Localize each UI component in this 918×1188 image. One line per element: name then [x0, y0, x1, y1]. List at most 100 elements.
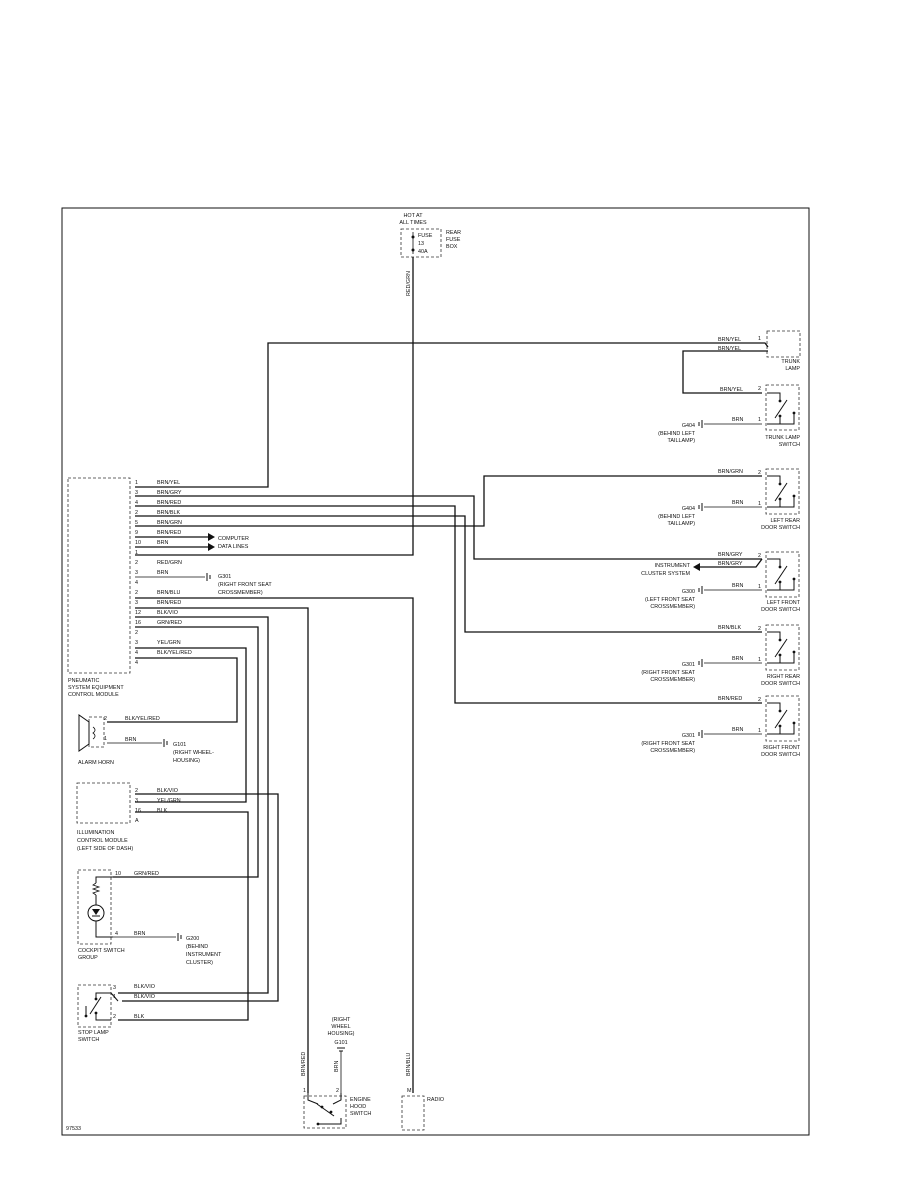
wire-brn-yel-trunk-lamp — [135, 342, 758, 488]
fuse-box-label-2: FUSE — [446, 237, 461, 243]
trunk-lamp: 1 TRUNK LAMP — [758, 330, 801, 372]
trunk-lamp-switch[interactable]: 2 1 — [758, 384, 800, 431]
module-wire: BRN/GRN — [157, 520, 182, 526]
lf-wire-cluster: BRN/GRY — [718, 561, 743, 567]
lf-wire-in: BRN/GRY — [718, 552, 743, 558]
hood-ground-loc-1: (RIGHT — [332, 1017, 351, 1023]
g404-trunk-id: G404 — [682, 423, 695, 429]
right-rear-door-switch[interactable]: 2 1 — [758, 624, 800, 671]
module-wire: GRN/RED — [157, 620, 182, 626]
fuse-terminal-bottom — [411, 248, 415, 252]
g301-rf-id: G301 — [682, 733, 695, 739]
illum-wire: BLK — [157, 808, 168, 814]
lr-wire-in: BRN/GRN — [718, 469, 743, 475]
module-wire: BRN/RED — [157, 530, 181, 536]
lf-name-1: LEFT FRONT — [767, 600, 801, 606]
wire-brn-blu-radio — [135, 597, 414, 1093]
stop-wire: BLK/VIO — [134, 994, 155, 1000]
rf-name-2: DOOR SWITCH — [761, 752, 800, 758]
module-wire: RED/GRN — [157, 560, 182, 566]
module-wire: BRN — [157, 570, 168, 576]
module-pin: 2 — [135, 510, 138, 516]
g300-id: G300 — [682, 589, 695, 595]
module-outline — [67, 477, 131, 674]
illum-wire: YEL/GRN — [157, 798, 181, 804]
module-wire: BRN/BLK — [157, 510, 180, 516]
horn-icon — [78, 714, 90, 752]
g200-loc-1: (BEHIND — [186, 944, 208, 950]
stop-pin: 3 — [113, 985, 116, 991]
data-lines-label-1: COMPUTER — [218, 536, 249, 542]
cockpit-switch-group[interactable]: 10 4 COCKPIT SWITCH GROUP — [77, 869, 125, 961]
lf-wire-gnd: BRN — [732, 583, 743, 589]
wire-yel-grn-illum — [135, 647, 247, 803]
illum-name-2: CONTROL MODULE — [77, 838, 128, 844]
wire-blk-vio-illum-stop — [122, 793, 279, 1002]
ground-g404-lr — [698, 503, 703, 511]
rf-wire-gnd: BRN — [732, 727, 743, 733]
trunk-switch-name-1: TRUNK LAMP — [765, 435, 800, 441]
lr-pin-gnd: 1 — [758, 501, 761, 507]
cockpit-name-2: GROUP — [78, 955, 98, 961]
diagram-frame — [61, 207, 810, 1136]
hood-ground-loc-2: WHEEL — [331, 1024, 350, 1030]
module-pin: 4 — [135, 650, 138, 656]
alarm-horn: 2 1 ALARM HORN — [78, 714, 114, 766]
cockpit-pin-b: 4 — [115, 931, 118, 937]
wire-lf-cluster — [700, 558, 763, 568]
horn-wire-b: BRN — [125, 737, 136, 743]
stop-name-1: STOP LAMP — [78, 1030, 109, 1036]
engine-hood-switch[interactable]: 1 2 — [303, 1088, 347, 1129]
ground-g200 — [177, 933, 182, 941]
hood-ground-loc-3: HOUSING) — [328, 1031, 355, 1037]
data-line-arrow-2 — [208, 543, 215, 551]
data-lines-label-2: DATA LINES — [218, 544, 249, 550]
rr-pin-gnd: 1 — [758, 657, 761, 663]
illum-wire: BLK/VIO — [157, 788, 178, 794]
hood-outline — [303, 1095, 347, 1129]
ground-g101-hood — [337, 1047, 345, 1052]
module-pin: 4 — [135, 500, 138, 506]
illum-pin: 3 — [135, 798, 138, 804]
illum-outline — [76, 782, 131, 824]
lr-pin-in: 2 — [758, 470, 761, 476]
stop-wire: BLK — [134, 1014, 145, 1020]
wire-brn-grn-left-rear — [135, 475, 762, 527]
radio-name: RADIO — [427, 1097, 444, 1103]
hot-label-1: HOT AT — [404, 213, 424, 219]
hot-label-2: ALL TIMES — [399, 220, 427, 226]
module-pin: 10 — [135, 540, 141, 546]
module-pin: 2 — [135, 630, 138, 636]
left-front-door-switch[interactable]: 2 1 — [758, 551, 800, 598]
trunk-switch-pin-in: 2 — [758, 386, 761, 392]
module-wire: BRN/RED — [157, 600, 181, 606]
module-wire: BLK/YEL/RED — [157, 650, 192, 656]
ground-g101-horn — [163, 739, 168, 747]
g404-lr-id: G404 — [682, 506, 695, 512]
horn-wire-a: BLK/YEL/RED — [125, 716, 160, 722]
right-front-door-switch[interactable]: 2 1 — [758, 695, 800, 742]
wire-red-grn-feed — [135, 257, 414, 556]
g200-loc-2: INSTRUMENT — [186, 952, 222, 958]
rr-name-2: DOOR SWITCH — [761, 681, 800, 687]
module-name-2: SYSTEM EQUIPMENT — [68, 685, 124, 691]
fuse-box-label-3: BOX — [446, 244, 458, 250]
stop-lamp-switch[interactable]: 3 1 2 STOP LAMP SWITCH — [77, 984, 116, 1043]
module-wire: BRN/GRY — [157, 490, 182, 496]
rf-pin-gnd: 1 — [758, 728, 761, 734]
trunk-switch-wire-gnd: BRN — [732, 417, 743, 423]
left-rear-door-switch[interactable]: 2 1 — [758, 468, 800, 515]
rr-wire-in: BRN/BLK — [718, 625, 741, 631]
trunk-lamp-wire-2: BRN/YEL — [718, 346, 741, 352]
hood-name-2: HOOD — [350, 1104, 366, 1110]
rear-fuse-box: HOT AT ALL TIMES FUSE 13 40A REAR FUSE B… — [399, 213, 461, 296]
ground-g300-lf — [698, 586, 703, 594]
trunk-switch-wire-in: BRN/YEL — [720, 387, 743, 393]
module-name-1: PNEUMATIC — [68, 678, 99, 684]
module-wire: BRN — [157, 540, 168, 546]
g301-rf-loc-1: (RIGHT FRONT SEAT — [641, 741, 695, 747]
lr-wire-gnd: BRN — [732, 500, 743, 506]
hood-pin-left: 1 — [303, 1088, 306, 1094]
module-pin-list: 1 BRN/YEL 3 BRN/GRY 4 BRN/RED 2 BRN/BLK … — [135, 480, 192, 666]
rr-wire-gnd: BRN — [732, 656, 743, 662]
